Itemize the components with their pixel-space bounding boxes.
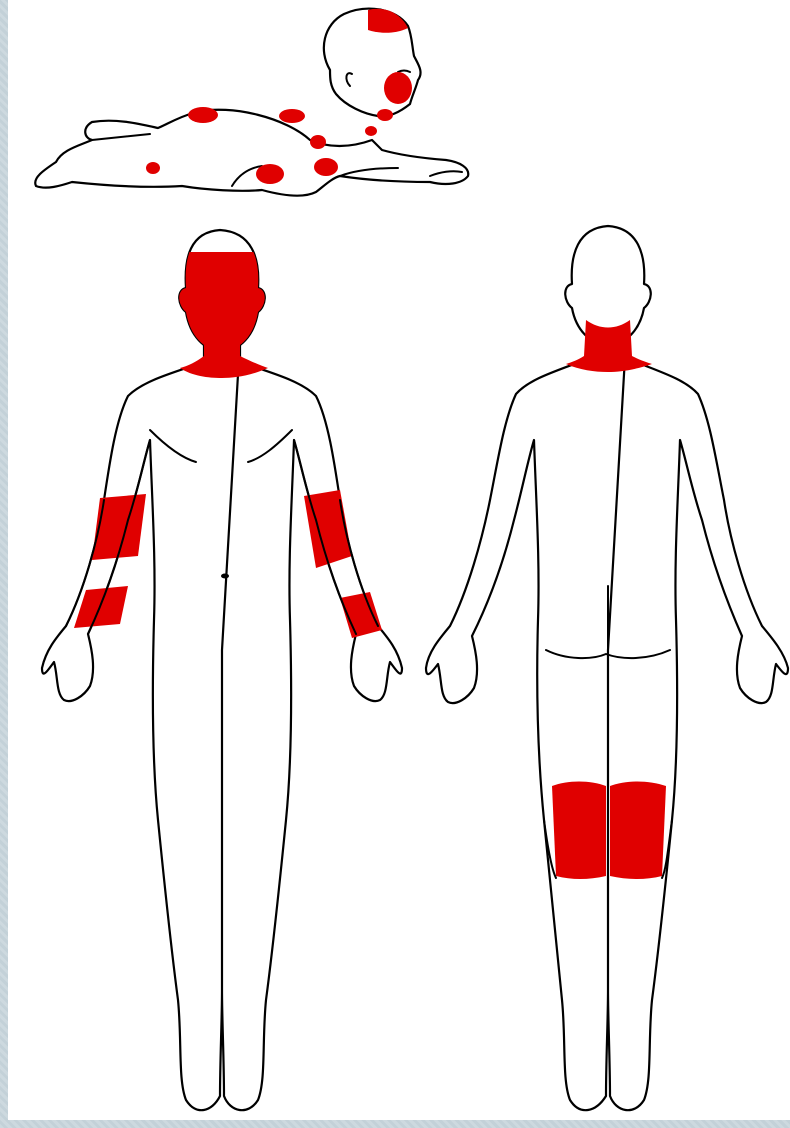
- front-neck-patch: [180, 338, 268, 378]
- infant-leg-patch: [256, 164, 284, 184]
- infant-figure: [35, 9, 468, 196]
- infant-back-patch: [188, 107, 218, 123]
- infant-neck-patch: [377, 109, 393, 121]
- infant-cheek-patch: [384, 72, 412, 104]
- infant-back-patch-2: [279, 109, 305, 123]
- adult-back-figure: [426, 226, 788, 1110]
- adult-front-figure: [42, 230, 402, 1110]
- infant-scalp-patch: [368, 9, 408, 33]
- back-body-outline: [426, 340, 788, 1110]
- front-right-wrist-patch: [340, 592, 382, 638]
- front-body-outline: [42, 340, 402, 1110]
- infant-body-outline: [35, 110, 468, 196]
- infant-thigh-patch: [314, 158, 338, 176]
- infant-hip-patch: [310, 135, 326, 149]
- infant-shoulder-patch: [365, 126, 377, 136]
- navel: [221, 574, 229, 579]
- back-left-knee-patch: [552, 782, 606, 880]
- infant-calf-patch: [146, 162, 160, 174]
- back-right-knee-patch: [610, 782, 666, 880]
